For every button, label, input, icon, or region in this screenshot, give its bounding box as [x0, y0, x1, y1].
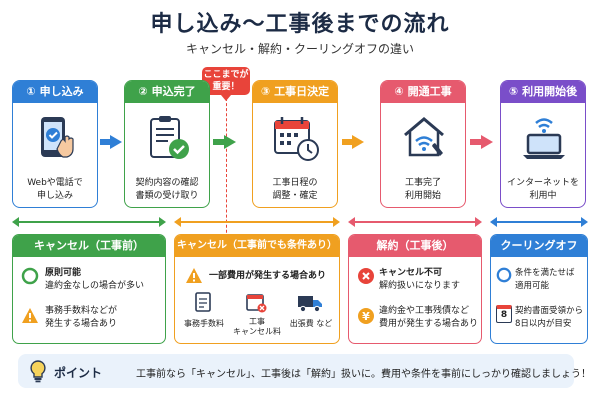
- clipboard-check-icon: [150, 116, 189, 159]
- calendar-8-icon: 8: [496, 305, 512, 323]
- document-icon: [195, 292, 211, 312]
- kaiyaku-r2b: 費用が発生する場合あり: [379, 319, 479, 329]
- point-bar: ポイント 工事前なら「キャンセル」、工事後は「解約」扱いに。費用や条件を事前にし…: [18, 354, 591, 388]
- house-wifi-wrench-icon: [404, 117, 444, 157]
- cooling-r1b: 適用可能: [515, 281, 550, 291]
- arrow-shaft-2: [213, 139, 225, 145]
- circle-ok-icon: [496, 267, 512, 283]
- step-apply-caption: Webや電話で 申し込み: [13, 177, 97, 203]
- arrow-shaft-4: [470, 139, 482, 145]
- cooling-r2b: 8日以内が目安: [515, 319, 572, 329]
- truck-icon: [298, 296, 322, 313]
- cooling-row1: 条件を満たせば 適用可能: [515, 267, 575, 293]
- step-install-cap2: 利用開始: [404, 191, 441, 201]
- step-apply-label: ① 申し込み: [13, 81, 97, 103]
- panel-cancel-cond-header: キャンセル（工事前でも条件あり）: [175, 235, 339, 257]
- step-install-cap1: 工事完了: [404, 178, 441, 188]
- step-apply-cap1: Webや電話で: [27, 178, 83, 188]
- kaiyaku-row1: キャンセル不可 解約扱いになります: [379, 267, 460, 293]
- panel-cancel-before-header: キャンセル（工事前）: [13, 235, 165, 257]
- cancel-before-r2a: 事務手数料などが: [45, 306, 118, 316]
- step-schedule-cap1: 工事日程の: [272, 178, 318, 188]
- warning-icon: [186, 268, 202, 283]
- cancel-cond-r1: 一部費用が発生する場合あり: [209, 271, 327, 281]
- panel-kaiyaku-header: 解約（工事後）: [349, 235, 481, 257]
- step-usage: ⑤ 利用開始後 インターネットを 利用中: [500, 80, 586, 208]
- range-cooling: [490, 217, 588, 227]
- cancel-before-r2b: 発生する場合あり: [45, 319, 118, 329]
- note-line2: 重要！: [212, 82, 240, 92]
- step-schedule-label: ③ 工事日決定: [253, 81, 337, 103]
- important-divider: [226, 98, 227, 248]
- point-text: 工事前なら「キャンセル」、工事後は「解約」扱いに。費用や条件を事前にしっかり確認…: [136, 369, 591, 380]
- svg-text:¥: ¥: [362, 310, 370, 323]
- kaiyaku-r1a: キャンセル不可: [379, 268, 443, 278]
- cancel-cond-m2: 工事 キャンセル料: [229, 317, 285, 337]
- step-complete-cap1: 契約内容の確認: [135, 178, 199, 188]
- cancel-cond-m1: 事務手数料: [184, 319, 224, 328]
- panel-cooling-header: クーリングオフ: [491, 235, 587, 257]
- laptop-wifi-icon: [523, 118, 565, 159]
- arrow-3-icon: [352, 135, 364, 149]
- calendar-number: 8: [500, 310, 508, 320]
- step-apply: ① 申し込み Webや電話で 申し込み: [12, 80, 98, 208]
- calendar-cancel-icon: [246, 294, 267, 313]
- step-usage-label: ⑤ 利用開始後: [501, 81, 585, 103]
- kaiyaku-row2: 違約金や工事残債など 費用が発生する場合あり: [379, 305, 478, 331]
- note-line1: ここまでが: [203, 70, 249, 80]
- lightbulb-icon: [30, 360, 46, 383]
- smartphone-tap-icon: [41, 117, 74, 158]
- calendar-clock-icon: [274, 117, 319, 161]
- cooling-row2: 契約書面受領から 8日以内が目安: [515, 305, 583, 331]
- step-schedule-caption: 工事日程の 調整・確定: [253, 177, 337, 203]
- step-schedule-cap2: 調整・確定: [272, 191, 318, 201]
- panel-cooling: クーリングオフ 条件を満たせば 適用可能 8 契約書面受領から 8日以内が目安: [490, 234, 588, 344]
- arrow-shaft-3: [342, 139, 354, 145]
- kaiyaku-r1b: 解約扱いになります: [379, 281, 461, 291]
- yen-coin-icon: ¥: [358, 308, 374, 324]
- panel-cancel-cond: キャンセル（工事前でも条件あり） 一部費用が発生する場合あり 事務手数料 工事 …: [174, 234, 340, 344]
- step-schedule: ③ 工事日決定 工事日程の 調整・確定: [252, 80, 338, 208]
- cooling-r1a: 条件を満たせば: [515, 268, 575, 278]
- cancel-before-row2: 事務手数料などが 発生する場合あり: [45, 305, 117, 331]
- cancel-before-r1a: 原則可能: [45, 268, 82, 278]
- panel-kaiyaku: 解約（工事後） キャンセル不可 解約扱いになります ¥ 違約金や工事残債など 費…: [348, 234, 482, 344]
- step-usage-cap1: インターネットを: [506, 178, 579, 188]
- arrow-shaft-1: [100, 139, 112, 145]
- step-install-caption: 工事完了 利用開始: [381, 177, 465, 203]
- step-apply-cap2: 申し込み: [36, 191, 73, 201]
- cancel-before-row1: 原則可能 違約金なしの場合が多い: [45, 267, 144, 293]
- cancel-cond-m2b: キャンセル料: [233, 327, 281, 336]
- page-title: 申し込み〜工事後までの流れ: [150, 12, 450, 37]
- step-install: ④ 開通工事 工事完了 利用開始: [380, 80, 466, 208]
- cross-circle-icon: [358, 268, 374, 284]
- cooling-r2a: 契約書面受領から: [515, 306, 584, 316]
- step-complete-caption: 契約内容の確認 書類の受け取り: [125, 177, 209, 203]
- range-cancel-cond: [174, 217, 340, 227]
- cancel-before-r1b: 違約金なしの場合が多い: [45, 281, 145, 291]
- step-complete: ② 申込完了 契約内容の確認 書類の受け取り: [124, 80, 210, 208]
- point-label: ポイント: [54, 366, 103, 380]
- panel-cancel-before: キャンセル（工事前） 原則可能 違約金なしの場合が多い 事務手数料などが 発生す…: [12, 234, 166, 344]
- cancel-cond-m3: 出張費 など: [289, 319, 333, 328]
- step-complete-cap2: 書類の受け取り: [135, 191, 199, 201]
- step-complete-label: ② 申込完了: [125, 81, 209, 103]
- step-usage-caption: インターネットを 利用中: [501, 177, 585, 203]
- page-subtitle: キャンセル・解約・クーリングオフの違い: [185, 42, 414, 56]
- warning-icon: [22, 308, 38, 323]
- arrow-4-icon: [481, 135, 493, 149]
- arrow-2-icon: [224, 135, 236, 149]
- range-kaiyaku: [348, 217, 482, 227]
- arrow-1-icon: [110, 135, 122, 149]
- range-cancel-before: [12, 217, 166, 227]
- kaiyaku-r2a: 違約金や工事残債など: [379, 306, 470, 316]
- step-install-label: ④ 開通工事: [381, 81, 465, 103]
- cancel-cond-m2a: 工事: [249, 317, 265, 326]
- circle-ok-icon: [21, 267, 39, 285]
- step-usage-cap2: 利用中: [529, 191, 557, 201]
